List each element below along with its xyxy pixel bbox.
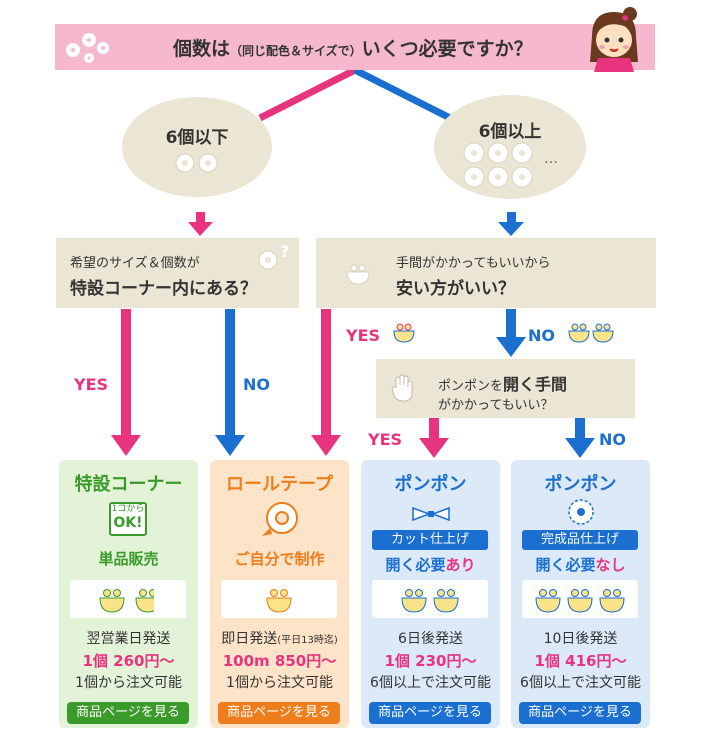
svg-text:?: ? [280,242,289,261]
six-or-less-circle: 6個以下 [122,97,272,197]
label-no-left: NO [243,375,270,394]
card3-sub-b: あり [446,556,476,574]
card2-ship-main: 即日発送 [221,631,277,647]
special-corner-card: 特設コーナー 1コから OK! 単品販売 翌営業日発送 1個 260円～ 1個か… [59,460,198,728]
card2-price: 100m 850円～ [210,650,349,671]
header-question: 個数は（同じ配色＆サイズで）いくつ必要ですか？ [173,34,533,61]
arrow-yes-right [311,309,341,456]
middle-question-line2: がかかってもいい？ [438,394,553,413]
header-q2: （同じ配色＆サイズで） [230,44,362,58]
purse-yellow-icon [392,320,416,348]
badge-top: 1コから [111,504,145,515]
six-or-more-circle: 6個以上 … [434,95,586,199]
card2-purse-box [221,580,337,618]
label-yes-left: YES [74,375,108,394]
pompom-question-icon: ? [256,242,296,276]
card4-price: 1個 416円～ [511,650,650,671]
six-or-less-label: 6個以下 [122,123,272,148]
card4-sub-b: なし [596,556,626,574]
purse-icon [344,260,372,290]
header-q1: 個数は [173,38,230,60]
card1-price: 1個 260円～ [59,650,198,671]
card2-product-button[interactable]: 商品ページを見る [218,702,340,724]
card3-purse-box [372,580,488,618]
girl-character-icon [578,6,650,76]
right-question-line1: 手間がかかってもいいから [396,252,550,271]
arrow-yes-left [111,309,141,456]
label-yes-right: YES [346,326,380,345]
card4-ship: 10日後発送 [511,628,650,648]
one-ok-badge: 1コから OK! [109,502,147,536]
card3-purse-icons [372,580,488,618]
flower-cluster-icon [63,30,113,70]
right-question-line2: 安い方がいい？ [396,274,515,299]
pompom-finished-card: ポンポン 完成品仕上げ 開く必要なし 10日後発送 1個 416円～ 6個以上で… [511,460,650,728]
arrow-right-circle-down [498,212,524,236]
arrow-no-left [215,309,245,456]
two-pompom-icon [174,152,220,178]
badge-main: OK! [111,515,145,531]
middle-question-box: ポンポンを開く手間 がかかってもいい？ [376,359,635,418]
roll-tape-card: ロールテープ ご自分で制作 即日発送(平日13時迄) 100m 850円～ 1個… [210,460,349,728]
card3-title: ポンポン [361,470,500,496]
card3-sub: 開く必要あり [361,554,500,575]
card1-min: 1個から注文可能 [59,672,198,692]
two-purse-icon [567,320,615,348]
card4-min: 6個以上で注文可能 [511,672,650,692]
arrow-no-mid [565,418,595,458]
arrow-yes-mid [419,418,449,458]
left-question-line2: 特設コーナー内にある？ [70,274,257,299]
card1-purse-icons [70,580,186,618]
six-or-more-label: 6個以上 [434,117,586,142]
card4-title: ポンポン [511,470,650,496]
middle-question-b: 開く手間 [503,375,567,394]
card1-product-button[interactable]: 商品ページを見る [67,702,189,724]
pompom-cut-card: ポンポン カット仕上げ 開く必要あり 6日後発送 1個 230円～ 6個以上で注… [361,460,500,728]
card1-ship: 翌営業日発送 [59,628,198,648]
arrow-no-right [496,309,526,357]
card1-title: 特設コーナー [59,470,198,496]
card2-ship-note: (平日13時迄) [277,635,338,646]
card2-ship: 即日発送(平日13時迄) [210,628,349,648]
card3-tag: カット仕上げ [372,530,488,550]
middle-question-a: ポンポンを [438,379,503,394]
label-yes-mid: YES [368,430,402,449]
card4-product-button[interactable]: 商品ページを見る [519,702,641,724]
six-pompom-icon [462,141,542,195]
label-no-mid: NO [599,430,626,449]
card4-purse-icons [522,580,638,618]
card2-sub: ご自分で制作 [210,548,349,569]
header-q3: いくつ必要ですか？ [362,38,533,60]
card4-sub-a: 開く必要 [535,556,595,574]
label-no-right: NO [528,326,555,345]
card3-min: 6個以上で注文可能 [361,672,500,692]
card1-purse-box [70,580,186,618]
card4-purse-box [522,580,638,618]
middle-question-line1: ポンポンを開く手間 [438,371,567,395]
card3-product-button[interactable]: 商品ページを見る [369,702,491,724]
card2-purse-icon [221,580,337,618]
hand-icon [390,373,416,407]
ribbon-icon [411,504,451,528]
card4-sub: 開く必要なし [511,554,650,575]
more-ellipsis: … [544,151,558,167]
card3-ship: 6日後発送 [361,628,500,648]
arrow-left-circle-down [188,212,213,236]
right-question-box: 手間がかかってもいいから 安い方がいい？ [316,238,656,308]
card2-title: ロールテープ [210,470,349,496]
flower-pompom-icon [567,498,595,530]
question-header: 個数は（同じ配色＆サイズで）いくつ必要ですか？ [55,24,655,70]
line-to-six-or-less [260,70,355,118]
card1-sub: 単品販売 [59,548,198,569]
card2-min: 1個から注文可能 [210,672,349,692]
card4-tag: 完成品仕上げ [522,530,638,550]
left-question-line1: 希望のサイズ＆個数が [70,252,200,271]
card3-sub-a: 開く必要 [385,556,445,574]
line-to-six-or-more [355,70,450,118]
tape-roll-icon [260,500,300,542]
left-question-box: 希望のサイズ＆個数が 特設コーナー内にある？ ? [56,238,299,308]
card3-price: 1個 230円～ [361,650,500,671]
